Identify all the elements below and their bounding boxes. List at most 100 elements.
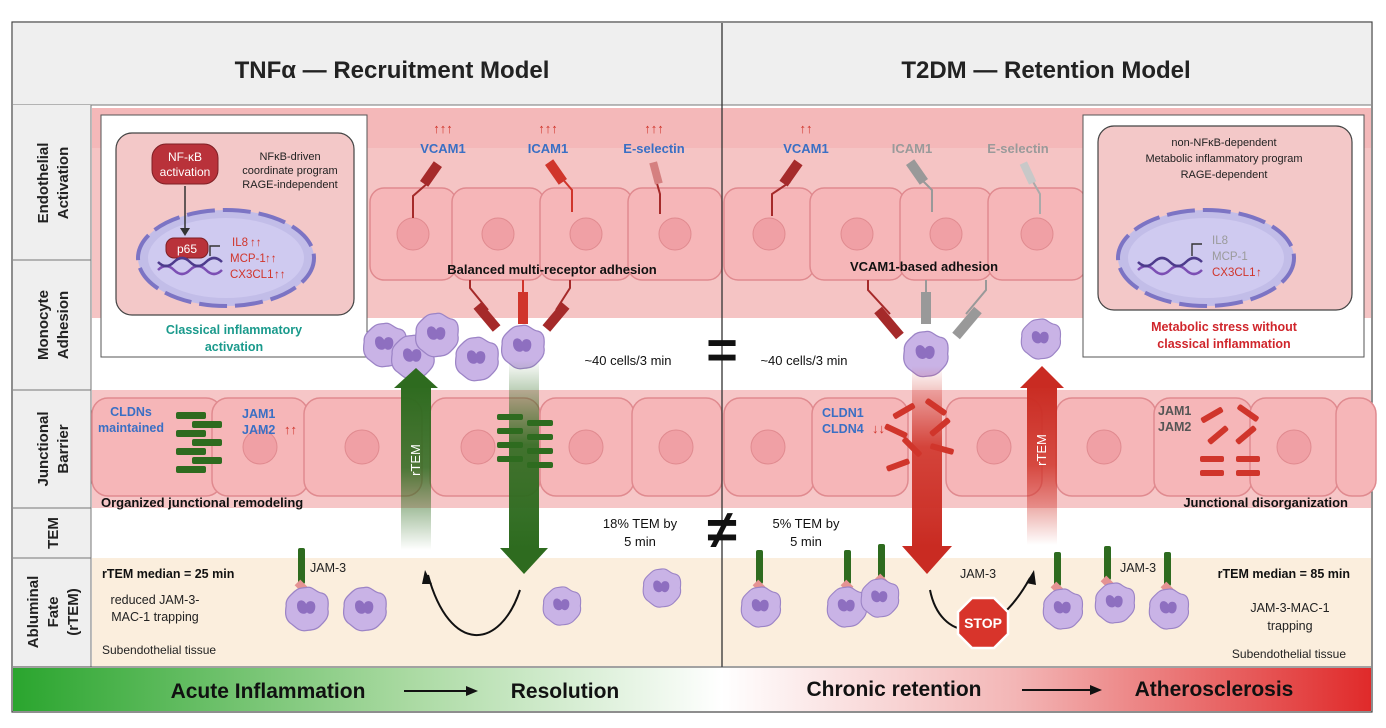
header-band	[13, 23, 1371, 105]
right-inset-desc-2: Metabolic inflammatory program	[1145, 153, 1302, 165]
right-jam2-label: JAM2	[1158, 420, 1191, 434]
row-label-endothelial: Endothelial	[35, 143, 52, 224]
icam1-label-left: ICAM1	[528, 141, 568, 156]
left-junction-caption: Organized junctional remodeling	[101, 495, 303, 510]
left-trap-line2: MAC-1 trapping	[111, 610, 199, 624]
row-label-activation: Activation	[55, 147, 72, 220]
left-inset-caption-2: activation	[205, 340, 263, 354]
cldns-label-2: maintained	[98, 421, 164, 435]
right-rtem-median: rTEM median = 85 min	[1218, 567, 1350, 581]
left-reverse-path	[427, 574, 521, 637]
right-gene-cx3cl1-arrow: ↑	[1256, 267, 1262, 279]
cldn-arrows: ↓↓	[872, 421, 885, 436]
dna-icon-right	[1137, 264, 1203, 276]
vcam1-arrows-left: ↑↑↑	[433, 121, 453, 136]
eselectin-label-left: E-selectin	[623, 141, 684, 156]
left-gene-il8-arrows: ↑↑	[250, 237, 262, 249]
right-disorganized-junction-strands	[884, 398, 954, 472]
left-rtem-arrow: rTEM	[394, 368, 438, 550]
row-label-tem: TEM	[45, 517, 62, 549]
footer-arrow-right-icon	[1090, 685, 1102, 695]
row-label-fate: Fate	[45, 597, 62, 628]
left-gene-mcp1-arrows: ↑↑	[265, 253, 277, 265]
header-left: TNFα — Recruitment Model	[235, 57, 550, 84]
right-inset-desc-1: non-NFκB-dependent	[1171, 137, 1276, 149]
right-jam1-label: JAM1	[1158, 404, 1191, 418]
left-gene-mcp1: MCP-1	[230, 253, 266, 265]
left-tem-arrow	[497, 360, 553, 574]
p65-label: p65	[177, 242, 197, 256]
left-adhesion-label: Balanced multi-receptor adhesion	[447, 262, 657, 277]
footer-resolution: Resolution	[511, 680, 620, 703]
row-label-barrier: Barrier	[55, 424, 72, 473]
right-adhesion-tethers	[867, 280, 987, 340]
right-trap-line2: trapping	[1267, 619, 1312, 633]
vcam1-arrows-right: ↑↑	[800, 121, 813, 136]
row-label-rtem: (rTEM)	[65, 588, 82, 636]
right-gene-il8: IL8	[1212, 235, 1228, 247]
left-jam2-label: JAM2	[242, 423, 275, 437]
right-adhesion-rate: ~40 cells/3 min	[760, 353, 847, 368]
left-tissue-label: Subendothelial tissue	[102, 643, 216, 657]
cldn1-label: CLDN1	[822, 406, 864, 420]
vcam1-label-right: VCAM1	[783, 141, 829, 156]
right-inset-desc-3: RAGE-dependent	[1181, 169, 1268, 181]
right-inset-caption-1: Metabolic stress without	[1151, 320, 1298, 334]
right-jam3-receptors	[752, 544, 1174, 595]
right-gene-cx3cl1: CX3CL1	[1212, 267, 1255, 279]
left-rtem-median: rTEM median = 25 min	[102, 567, 234, 581]
left-jam3-label: JAM-3	[310, 561, 346, 575]
endothelial-cells-junction	[91, 397, 1377, 497]
eselectin-arrows-left: ↑↑↑	[644, 121, 664, 136]
right-jam-disorganized	[1200, 404, 1260, 476]
eselectin-label-right: E-selectin	[987, 141, 1048, 156]
left-inset-panel: NF-κB activation NFκB-driven coordinate …	[100, 114, 368, 358]
left-rtem-label: rTEM	[408, 444, 423, 476]
left-tem-line1: 18% TEM by	[603, 516, 678, 531]
right-rtem-arrow: rTEM	[1020, 366, 1064, 545]
right-junction-caption: Junctional disorganization	[1183, 495, 1348, 510]
footer-atherosclerosis: Atherosclerosis	[1135, 678, 1294, 701]
right-receptors-surface	[771, 159, 1041, 216]
right-jam3-label-a: JAM-3	[960, 567, 996, 581]
left-trap-line1: reduced JAM-3-	[111, 593, 200, 607]
footer-left-band	[13, 668, 722, 711]
cldns-label-1: CLDNs	[110, 405, 152, 419]
right-tissue-label: Subendothelial tissue	[1232, 647, 1346, 661]
header-right: T2DM — Retention Model	[901, 57, 1190, 84]
row-label-adhesion: Adhesion	[55, 291, 72, 359]
left-inset-desc-1: NFκB-driven	[259, 151, 320, 163]
right-jam3-label-b: JAM-3	[1120, 561, 1156, 575]
footer-acute: Acute Inflammation	[171, 680, 366, 703]
notequal-symbol: ≠	[707, 500, 737, 560]
right-inset-panel: non-NFκB-dependent Metabolic inflammator…	[1082, 114, 1365, 358]
dna-icon	[157, 264, 223, 276]
left-receptors-surface	[412, 159, 663, 218]
row-label-abluminal: Abluminal	[25, 576, 42, 649]
arrow-down-icon	[180, 228, 190, 236]
nfkb-label-line1: NF-κB	[168, 150, 202, 164]
arrow-up-icon	[422, 570, 432, 584]
footer-arrow-left-icon	[466, 686, 478, 696]
equal-symbol: =	[706, 320, 738, 380]
cldn4-label: CLDN4	[822, 422, 864, 436]
left-adhesion-tethers	[469, 280, 571, 332]
left-adhesion-rate: ~40 cells/3 min	[584, 353, 671, 368]
left-jam1-label: JAM1	[242, 407, 275, 421]
right-tem-line2: 5 min	[790, 534, 822, 549]
footer-chronic: Chronic retention	[806, 678, 981, 701]
left-tem-line2: 5 min	[624, 534, 656, 549]
nfkb-label-line2: activation	[160, 165, 211, 179]
left-inset-desc-2: coordinate program	[242, 165, 337, 177]
row-label-monocyte: Monocyte	[35, 290, 52, 360]
endothelial-cells-top	[369, 187, 1087, 281]
left-inset-desc-3: RAGE-independent	[242, 179, 337, 191]
left-gene-il8: IL8	[232, 237, 248, 249]
stop-label: STOP	[964, 615, 1002, 631]
icam1-label-right: ICAM1	[892, 141, 932, 156]
left-gene-cx3cl1-arrows: ↑↑	[274, 269, 286, 281]
right-tem-line1: 5% TEM by	[773, 516, 840, 531]
right-inset-caption-2: classical inflammation	[1157, 337, 1290, 351]
right-adhesion-label: VCAM1-based adhesion	[850, 259, 998, 274]
